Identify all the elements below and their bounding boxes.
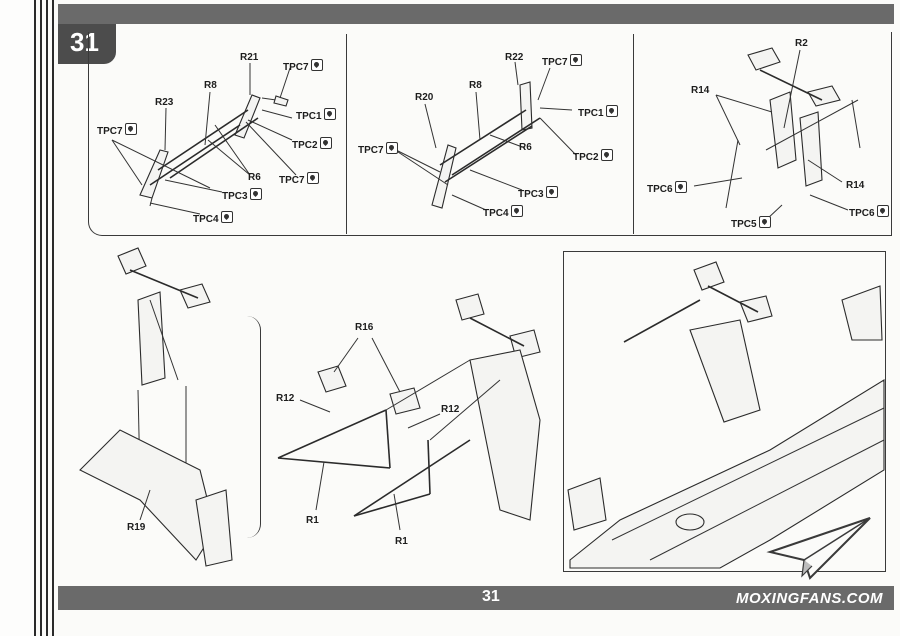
fuselage-detail-drawing bbox=[567, 261, 885, 569]
cement-glue-icon bbox=[510, 205, 523, 217]
r19-assembly-drawing bbox=[79, 247, 233, 567]
sub-assembly-panel bbox=[88, 32, 892, 236]
detail-frame bbox=[563, 251, 886, 572]
part-label: TPC2 bbox=[573, 149, 613, 163]
part-label: R14 bbox=[691, 85, 710, 96]
part-label: R21 bbox=[240, 52, 259, 63]
watermark-text: MOXINGFANS.COM bbox=[736, 590, 884, 607]
part-label: TPC6 bbox=[849, 205, 889, 219]
cement-glue-icon bbox=[385, 142, 398, 154]
cement-glue-icon bbox=[306, 172, 319, 184]
part-label: TPC7 bbox=[283, 59, 323, 73]
page-number: 31 bbox=[482, 588, 500, 605]
part-label: TPC5 bbox=[731, 216, 771, 230]
part-label: TPC1 bbox=[578, 105, 618, 119]
page-edge bbox=[52, 0, 54, 636]
part-label: R23 bbox=[155, 97, 174, 108]
cement-glue-icon bbox=[310, 59, 323, 71]
part-label: R12 bbox=[276, 393, 295, 404]
r1-assembly-drawing bbox=[277, 293, 541, 531]
page-edge bbox=[46, 0, 48, 636]
part-label: TPC7 bbox=[97, 123, 137, 137]
part-label: TPC7 bbox=[279, 172, 319, 186]
panel-divider bbox=[633, 34, 634, 234]
step-tab bbox=[58, 24, 116, 64]
panel3-frame-drawing bbox=[693, 47, 861, 221]
part-label: R12 bbox=[441, 404, 460, 415]
part-label: TPC2 bbox=[292, 137, 332, 151]
cement-glue-icon bbox=[220, 211, 233, 223]
part-label: TPC7 bbox=[358, 142, 398, 156]
header-bar bbox=[58, 4, 894, 24]
part-label: TPC3 bbox=[518, 186, 558, 200]
part-label: R1 bbox=[306, 515, 319, 526]
part-label: TPC4 bbox=[483, 205, 523, 219]
cement-glue-icon bbox=[600, 149, 613, 161]
part-label: R6 bbox=[519, 142, 532, 153]
part-label: TPC7 bbox=[542, 54, 582, 68]
part-label: TPC3 bbox=[222, 188, 262, 202]
cement-glue-icon bbox=[545, 186, 558, 198]
part-label: R1 bbox=[395, 536, 408, 547]
part-label: R22 bbox=[505, 52, 524, 63]
part-label: R19 bbox=[127, 522, 146, 533]
cement-glue-icon bbox=[569, 54, 582, 66]
paper-plane-icon bbox=[766, 517, 871, 580]
part-label: TPC6 bbox=[647, 181, 687, 195]
part-label: R6 bbox=[248, 172, 261, 183]
page-edge bbox=[40, 0, 42, 636]
cement-glue-icon bbox=[758, 216, 771, 228]
footer-bar bbox=[58, 586, 894, 610]
cement-glue-icon bbox=[323, 108, 336, 120]
part-label: R20 bbox=[415, 92, 434, 103]
assembly-bracket bbox=[240, 316, 261, 538]
part-label: R8 bbox=[469, 80, 482, 91]
panel-divider bbox=[346, 34, 347, 234]
cement-glue-icon bbox=[674, 181, 687, 193]
cement-glue-icon bbox=[876, 205, 889, 217]
part-label: R14 bbox=[846, 180, 865, 191]
cement-glue-icon bbox=[319, 137, 332, 149]
part-label: R8 bbox=[204, 80, 217, 91]
cement-glue-icon bbox=[124, 123, 137, 135]
cement-glue-icon bbox=[249, 188, 262, 200]
page-stack-edge bbox=[0, 0, 34, 636]
page-edge bbox=[34, 0, 36, 636]
cement-glue-icon bbox=[605, 105, 618, 117]
panel1-frame-drawing bbox=[111, 63, 297, 215]
panel2-frame-drawing bbox=[391, 61, 577, 211]
part-label: TPC4 bbox=[193, 211, 233, 225]
part-label: R16 bbox=[355, 322, 374, 333]
part-label: R2 bbox=[795, 38, 808, 49]
part-label: TPC1 bbox=[296, 108, 336, 122]
